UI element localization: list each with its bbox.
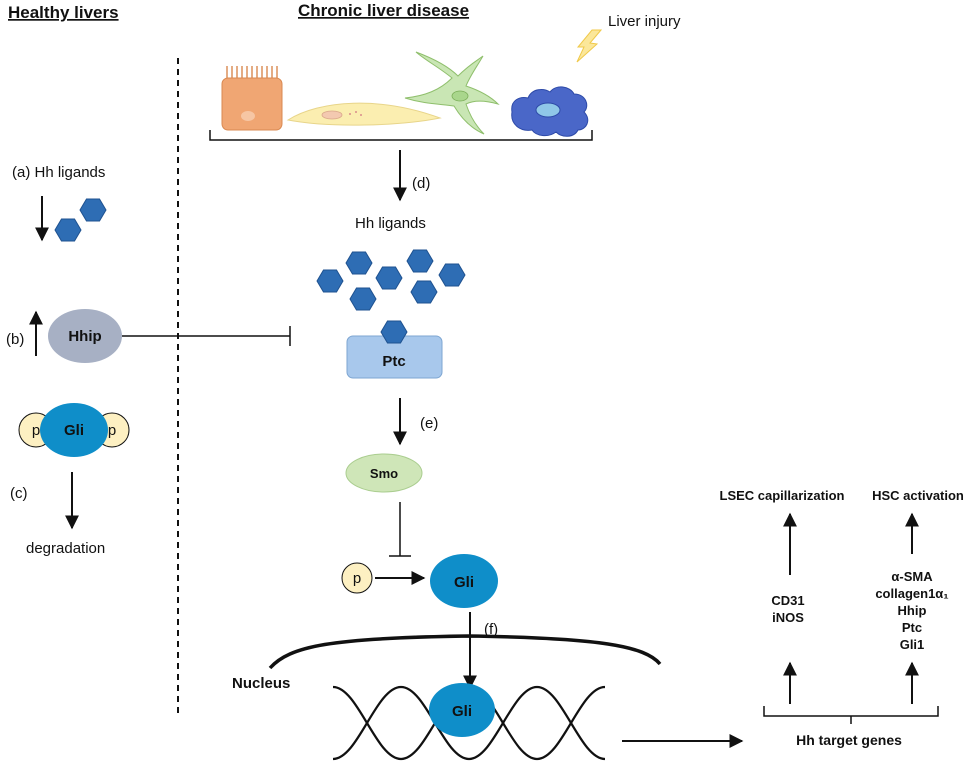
left-hh-ligands-label: (a) Hh ligands [12,164,105,181]
liver-injury-label: Liver injury [608,13,681,30]
nucleus-label: Nucleus [232,675,290,692]
cholangiocyte-cell [221,66,283,131]
d-label: (d) [412,175,430,192]
phosphate-left-label: p [32,422,40,439]
hsc-gene: Hhip [898,603,927,618]
hh-ligand-hexagon [406,249,434,273]
chronic-liver-disease-title: Chronic liver disease [298,1,469,20]
phosphate [341,562,373,594]
c-label: (c) [10,485,28,502]
hh-ligand-hexagon [375,266,403,290]
healthy-livers-title: Healthy livers [8,3,119,22]
gli-left-label: Gli [64,422,84,439]
gli-protein-left [40,403,108,457]
hh-ligand-hexagon [345,251,373,275]
lsec-gene: iNOS [772,610,804,625]
phosphate-right-label: p [108,422,116,439]
target-genes-bracket [763,706,939,717]
stellate-cell [404,51,500,135]
hh-target-genes-label: Hh target genes [796,732,902,748]
hh-ligand-hexagon [79,198,107,222]
f-label: (f) [484,621,498,638]
hsc-activation-label: HSC activation [872,488,964,503]
ptc-label: Ptc [382,353,405,370]
hhip-label: Hhip [68,328,101,345]
hsc-gene: Gli1 [900,637,925,652]
hh-ligand-hexagon [438,263,466,287]
hsc-gene: Ptc [902,620,922,635]
hsc-gene: collagen1α₁ [875,586,948,601]
gli-nucleus-label: Gli [452,703,472,720]
b-label: (b) [6,331,24,348]
endothelial-cell [286,102,442,126]
cells-bracket [209,130,593,141]
hh-ligand-hexagon [349,287,377,311]
right-hh-ligands-label: Hh ligands [355,215,426,232]
macrophage-cell [511,86,589,137]
degradation-label: degradation [26,540,105,557]
lsec-gene: CD31 [771,593,804,608]
lsec-capillarization-label: LSEC capillarization [720,488,845,503]
hh-ligand-hexagon [316,269,344,293]
hh-ligand-hexagon [410,280,438,304]
gli-protein [430,554,498,608]
lightning-icon [576,29,603,63]
e-label: (e) [420,415,438,432]
phosphate-label: p [353,570,361,587]
gli-label: Gli [454,574,474,591]
smo-label: Smo [370,466,398,481]
hsc-gene: α-SMA [891,569,933,584]
gli-protein-nucleus [429,683,495,737]
hhip-protein [48,309,122,363]
dna-strand [332,685,606,761]
smo-protein [345,453,423,493]
hh-ligand-hexagon [54,218,82,242]
nuclear-membrane [268,634,662,670]
